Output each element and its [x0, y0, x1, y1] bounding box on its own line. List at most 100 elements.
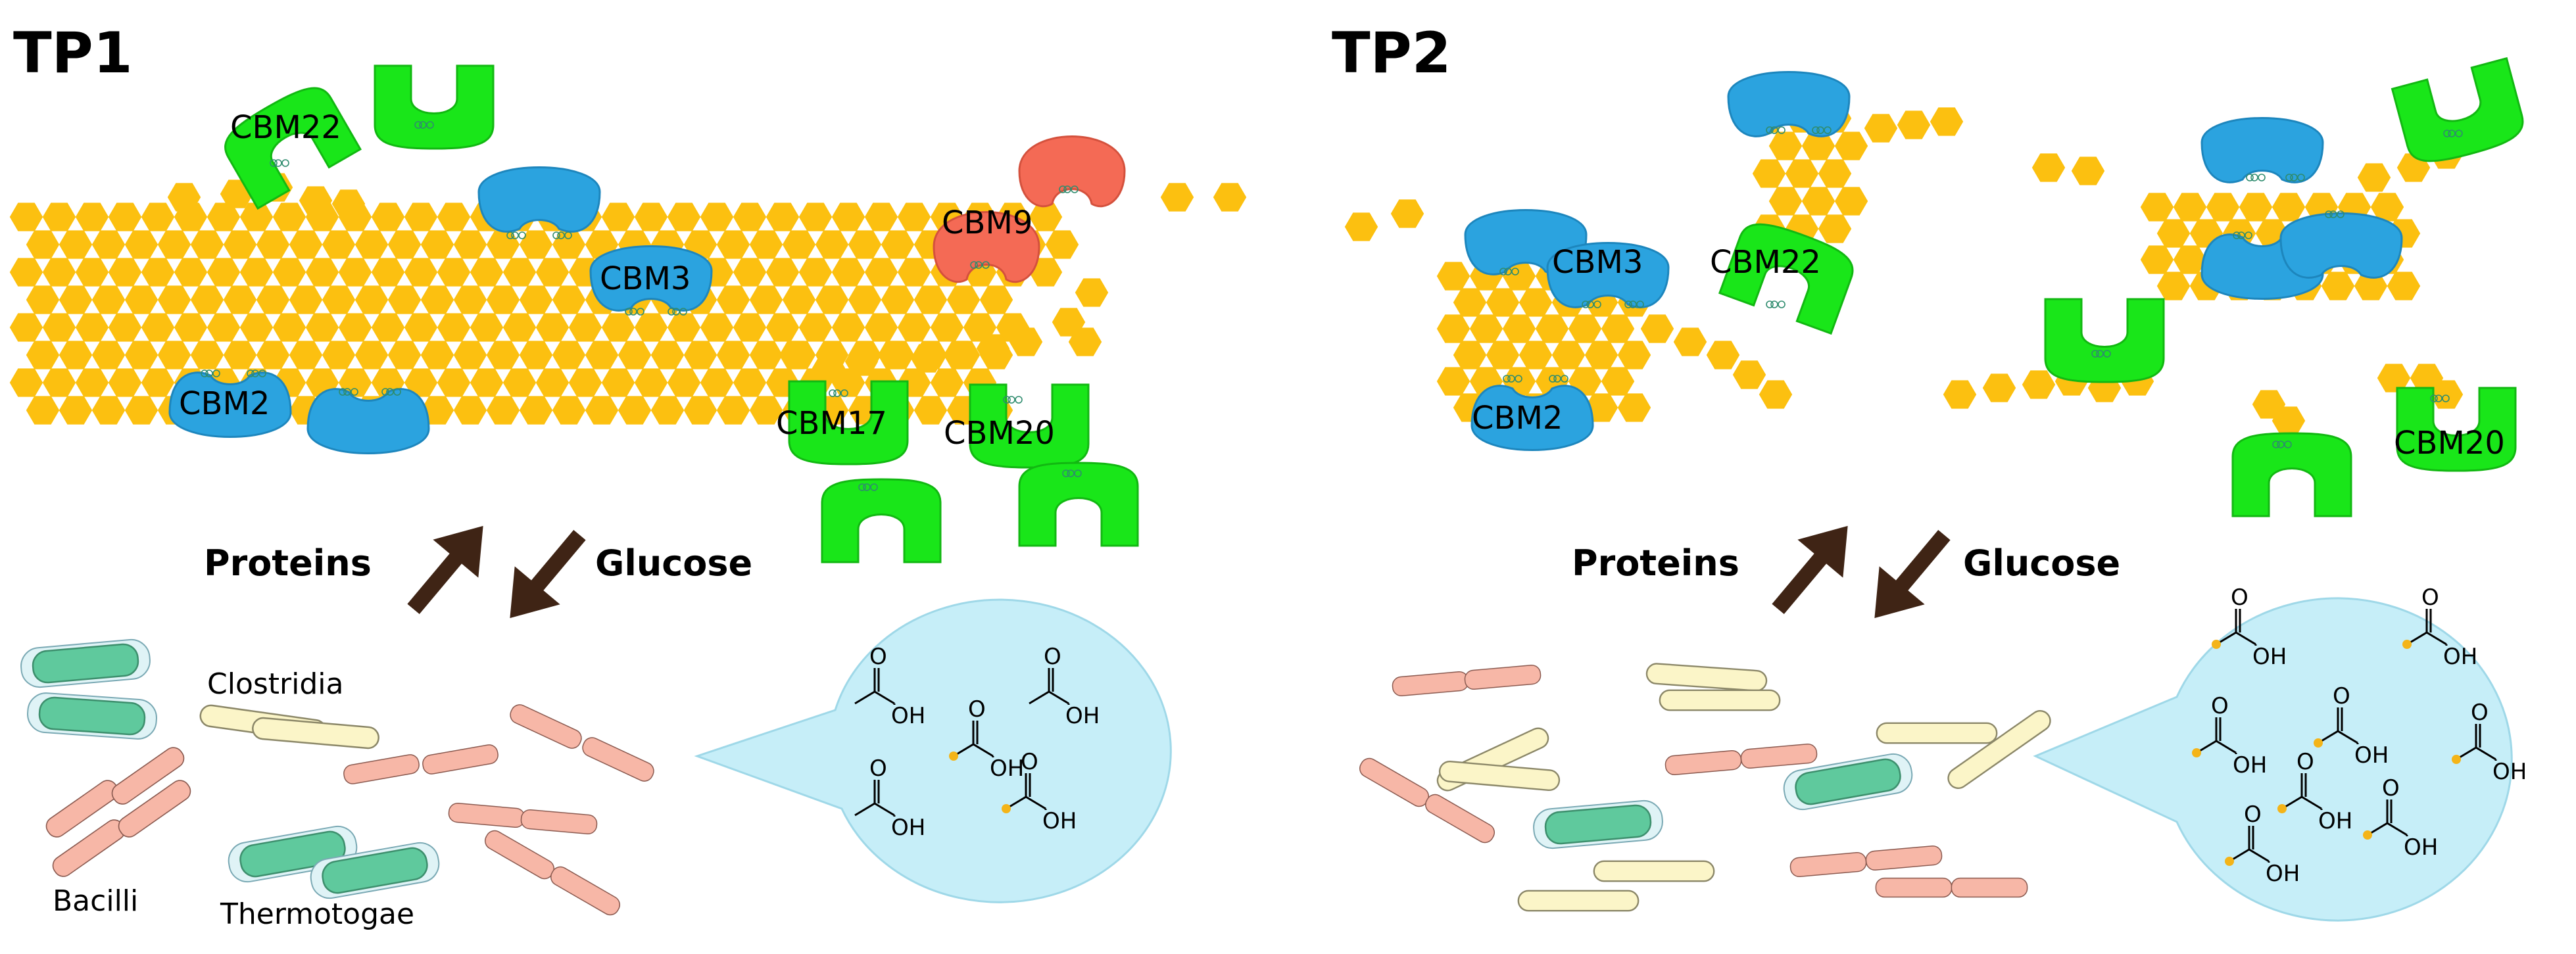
- glucose-unit: [256, 285, 290, 314]
- glucose-unit: [75, 203, 109, 231]
- glucose-unit: [897, 258, 931, 287]
- glucose-unit: [174, 313, 208, 342]
- glucose-unit: [1706, 341, 1740, 370]
- carbon-dot: [2452, 755, 2461, 764]
- carbon-dot: [949, 751, 958, 761]
- glucose-unit: [2140, 245, 2174, 274]
- oxygen-label: O: [2421, 584, 2439, 611]
- glucose-unit: [190, 341, 224, 370]
- thermotogae-label: Thermotogae: [220, 897, 414, 931]
- acid-bond: [2281, 773, 2323, 810]
- glucose-unit: [141, 368, 175, 397]
- glucose-unit: [124, 341, 158, 370]
- glucose-unit: [59, 285, 93, 314]
- hydroxyl-label: OH: [2318, 808, 2352, 834]
- glucose-unit: [108, 203, 142, 231]
- acid-bond: [2196, 717, 2237, 754]
- acid-bond: [953, 721, 994, 757]
- cbm-green-top: [374, 64, 495, 150]
- glucose-unit: [59, 396, 93, 425]
- acid-bond: [2406, 609, 2448, 646]
- glucose-unit: [585, 341, 619, 370]
- panel-tp1: TP1: [9, 20, 1247, 931]
- carbon-dot: [2225, 857, 2234, 866]
- arrow-up-icon: [1755, 506, 1871, 629]
- glucose-unit: [305, 313, 339, 342]
- glucose-unit: [716, 230, 750, 259]
- glucose-unit: [585, 396, 619, 425]
- glucose-unit: [42, 258, 76, 287]
- carbon-dot: [2402, 640, 2412, 649]
- glucose-unit: [272, 313, 306, 342]
- glucose-unit: [502, 258, 537, 287]
- glucose-unit: [453, 341, 487, 370]
- hydroxyl-label: OH: [891, 815, 925, 841]
- oxygen-label: O: [2333, 683, 2350, 709]
- glucose-unit: [387, 230, 422, 259]
- acid-bond: [2367, 799, 2408, 836]
- hydroxyl-label: OH: [2404, 834, 2438, 861]
- glucose-unit: [1213, 183, 1247, 212]
- glucose-unit: [2140, 193, 2174, 222]
- glucose-unit: [2272, 193, 2306, 222]
- glucose-unit: [979, 285, 1013, 314]
- glucose-unit: [420, 230, 454, 259]
- glucose-unit: [733, 203, 767, 231]
- glucose-unit: [1601, 314, 1635, 343]
- glucose-unit: [223, 341, 257, 370]
- glucose-unit: [486, 341, 520, 370]
- glucose-unit: [1453, 341, 1487, 370]
- glucose-unit: [223, 230, 257, 259]
- hydroxyl-label: OH: [1042, 808, 1077, 834]
- glucose-unit: [601, 203, 635, 231]
- glucose-unit: [404, 203, 438, 231]
- glucose-unit: [437, 313, 471, 342]
- glucose-unit: [815, 230, 849, 259]
- glucose-unit: [256, 341, 290, 370]
- glucose-unit: [798, 203, 833, 231]
- glucose-unit: [371, 258, 405, 287]
- glucose-unit: [913, 396, 948, 425]
- glucose-unit: [667, 313, 701, 342]
- glucose-unit: [1436, 262, 1470, 291]
- oxygen-label: O: [968, 696, 986, 723]
- glucose-unit: [26, 230, 60, 259]
- hydroxyl-label: OH: [891, 703, 925, 729]
- carbon-dot: [2212, 640, 2221, 649]
- glucose-unit: [897, 203, 931, 231]
- carbon-dot: [2314, 738, 2323, 748]
- glucose-unit: [108, 313, 142, 342]
- glucose-unit: [338, 313, 372, 342]
- glucose-unit: [42, 313, 76, 342]
- glucose-unit: [404, 258, 438, 287]
- oxygen-label: O: [869, 644, 887, 670]
- glucose-unit: [486, 396, 520, 425]
- glucose-unit: [437, 258, 471, 287]
- hydroxyl-label: OH: [2443, 644, 2477, 670]
- glucose-unit: [272, 258, 306, 287]
- oxygen-label: O: [1021, 749, 1038, 775]
- arrow-up-icon: [391, 506, 506, 629]
- glucose-unit: [1752, 159, 1786, 188]
- cbm17-label: CBM17: [776, 405, 887, 442]
- microbe-community: [1355, 662, 2055, 912]
- cbm2-label: CBM2: [179, 385, 270, 422]
- glucose-unit: [59, 230, 93, 259]
- glucose-unit: [1768, 187, 1803, 216]
- glucose-unit: [1535, 314, 1569, 343]
- glucose-unit: [157, 285, 191, 314]
- proteins-label: Proteins: [1572, 542, 1739, 584]
- glucose-unit: [223, 285, 257, 314]
- glucose-unit: [141, 258, 175, 287]
- glucose-unit: [1617, 341, 1651, 370]
- glucose-unit: [535, 258, 570, 287]
- glucose-unit: [864, 313, 898, 342]
- glucose-unit: [1502, 314, 1536, 343]
- glucose-unit: [1864, 114, 1898, 143]
- glucose-unit: [354, 341, 389, 370]
- glucose-unit: [897, 313, 931, 342]
- glucose-unit: [667, 203, 701, 231]
